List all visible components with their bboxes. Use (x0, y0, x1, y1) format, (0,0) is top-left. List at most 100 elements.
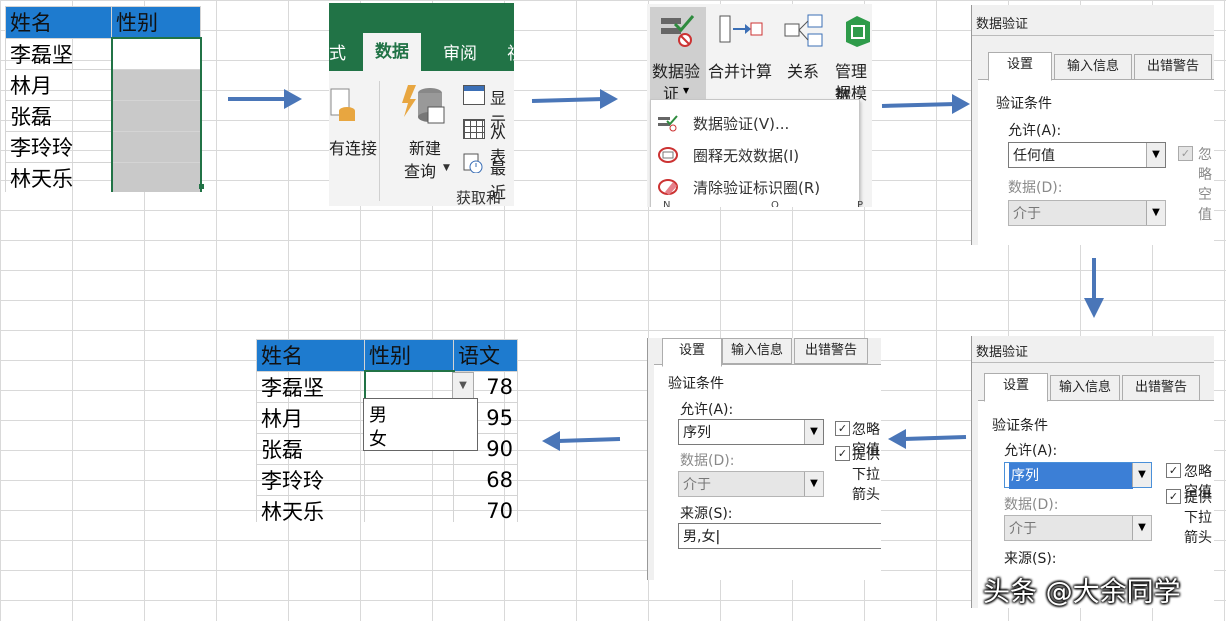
cell-dropdown-button[interactable]: ▼ (452, 372, 474, 400)
menu-item-circle-invalid[interactable]: 圈释无效数据(I) (651, 140, 859, 170)
ignore-blank-checkbox[interactable]: ✓ (1166, 463, 1181, 478)
chevron-down-icon[interactable]: ▼ (1132, 516, 1151, 540)
connections-button[interactable]: 有连接 (329, 139, 378, 158)
chevron-down-icon[interactable]: ▼ (443, 163, 450, 173)
data-label: 数据(D): (680, 453, 735, 469)
group-label-get-transform: 获取和转 (456, 189, 502, 206)
cell-name[interactable]: 林天乐 (256, 494, 365, 522)
section-criteria: 验证条件 (996, 96, 1052, 112)
consolidate-button[interactable]: 合并计算 (708, 62, 773, 81)
tab-settings[interactable]: 设置 (988, 52, 1052, 81)
data-select[interactable]: 介于 ▼ (1008, 200, 1166, 226)
cell-name[interactable]: 李磊坚 (5, 37, 112, 70)
allow-select[interactable]: 序列 ▼ (678, 419, 824, 445)
fill-handle[interactable] (199, 184, 204, 189)
provide-dropdown-checkbox[interactable]: ✓ (1166, 489, 1181, 504)
chevron-down-icon[interactable]: ▼ (1146, 143, 1165, 167)
allow-select[interactable]: 序列 ▼ (1004, 462, 1152, 489)
menu-item-clear-circles[interactable]: 清除验证标识圈(R) (651, 172, 859, 202)
connections-icon (329, 87, 355, 123)
dropdown-list: 男 女 (363, 398, 478, 451)
data-validation-label-1[interactable]: 数据验 (652, 62, 701, 81)
tab-page (978, 400, 1214, 608)
cell-gender-selected[interactable] (110, 130, 202, 163)
header-name[interactable]: 姓名 (256, 339, 365, 372)
dropdown-option[interactable]: 女 (369, 429, 387, 450)
step1-sheet: 姓名 性别 李磊坚 林月 张磊 李玲玲 林天乐 (5, 6, 205, 192)
tab-input-message[interactable]: 输入信息 (722, 338, 792, 364)
cell-gender-selected[interactable] (110, 99, 202, 132)
data-validation-icon (657, 114, 679, 132)
tab-input-message[interactable]: 输入信息 (1050, 375, 1120, 401)
cell-gender[interactable] (364, 494, 454, 522)
tab-view[interactable]: 视 (507, 39, 514, 64)
tab-error-alert[interactable]: 出错警告 (1122, 375, 1200, 401)
data-validation-menu: 数据验证(V)... 圈释无效数据(I) 清除验证标识圈(R) (650, 99, 860, 207)
ignore-blank-checkbox[interactable]: ✓ (835, 421, 850, 436)
column-letter: P (857, 200, 864, 207)
dropdown-option[interactable]: 男 (369, 405, 387, 426)
cell-score[interactable]: 70 (453, 494, 518, 522)
tab-error-alert[interactable]: 出错警告 (1134, 54, 1212, 80)
cell-gender-selected[interactable] (110, 161, 202, 192)
tab-error-alert[interactable]: 出错警告 (794, 338, 868, 364)
column-letter: N (663, 200, 671, 207)
recent-sources-button[interactable]: 最近 (490, 159, 507, 202)
cell-name[interactable]: 张磊 (5, 99, 112, 132)
step2-ribbon: 式 数据 审阅 视 有连接 新建 查询 ▼ 显示 从表 最近 获取和转 (329, 3, 514, 206)
step5-validation-dialog: 数据验证 设置 输入信息 出错警告 验证条件 允许(A): 序列 ▼ ✓ 忽略空… (971, 336, 1214, 608)
allow-select[interactable]: 任何值 ▼ (1008, 142, 1166, 168)
menu-item-data-validation[interactable]: 数据验证(V)... (651, 108, 859, 138)
ignore-blank-checkbox[interactable]: ✓ (1178, 146, 1193, 161)
chevron-down-icon: ▼ (459, 380, 467, 391)
chevron-down-icon[interactable]: ▼ (804, 472, 823, 496)
tab-data[interactable]: 数据 (363, 33, 421, 71)
consolidate-icon (719, 14, 763, 46)
chevron-down-icon[interactable]: ▼ (683, 86, 690, 95)
cell-name[interactable]: 李磊坚 (256, 370, 365, 403)
tab-settings[interactable]: 设置 (984, 373, 1048, 402)
cell-name[interactable]: 李玲玲 (5, 130, 112, 163)
data-select[interactable]: 介于 ▼ (1004, 515, 1152, 541)
show-queries-button[interactable]: 显示 (490, 89, 507, 132)
cell-gender[interactable] (110, 37, 202, 70)
data-validation-label-2[interactable]: 证 (663, 84, 680, 103)
cell-name[interactable]: 林月 (5, 68, 112, 101)
data-value: 介于 (1009, 521, 1037, 537)
provide-dropdown-label: 提供下拉箭头 (1184, 490, 1212, 546)
cell-score[interactable]: 68 (453, 463, 518, 496)
chevron-down-icon[interactable]: ▼ (1146, 201, 1165, 225)
new-query-label-1[interactable]: 新建 (409, 139, 442, 158)
header-name[interactable]: 姓名 (5, 6, 112, 39)
header-chinese[interactable]: 语文 (453, 339, 518, 372)
cell-name[interactable]: 林月 (256, 401, 365, 434)
cell-name[interactable]: 李玲玲 (256, 463, 365, 496)
text-cursor: | (715, 529, 721, 545)
provide-dropdown-checkbox[interactable]: ✓ (835, 446, 850, 461)
source-input[interactable]: 男,女| (678, 523, 881, 549)
new-query-label-2[interactable]: 查询 (404, 162, 437, 181)
cell-gender[interactable] (364, 463, 454, 496)
relationships-button[interactable]: 关系 (787, 62, 820, 81)
tab-review[interactable]: 审阅 (443, 44, 477, 64)
tab-formulas[interactable]: 式 (329, 44, 346, 64)
group-divider (379, 81, 380, 201)
header-gender[interactable]: 性别 (364, 339, 454, 372)
allow-label: 允许(A): (1008, 123, 1062, 139)
allow-label: 允许(A): (680, 402, 734, 418)
title-divider (972, 35, 1214, 36)
cell-name[interactable]: 张磊 (256, 432, 365, 465)
ribbon-tab-bar (329, 3, 514, 71)
cell-name[interactable]: 林天乐 (5, 161, 112, 192)
chevron-down-icon[interactable]: ▼ (804, 420, 823, 444)
tab-input-message[interactable]: 输入信息 (1054, 54, 1132, 80)
data-label: 数据(D): (1008, 180, 1063, 196)
chevron-down-icon[interactable]: ▼ (1132, 463, 1151, 487)
from-table-button[interactable]: 从表 (490, 123, 507, 166)
recent-sources-icon (463, 153, 483, 174)
ignore-blank-label: 忽略空值 (852, 422, 880, 458)
header-gender[interactable]: 性别 (111, 6, 201, 39)
cell-gender-selected[interactable] (110, 68, 202, 101)
data-select[interactable]: 介于 ▼ (678, 471, 824, 497)
tab-settings[interactable]: 设置 (662, 338, 722, 367)
